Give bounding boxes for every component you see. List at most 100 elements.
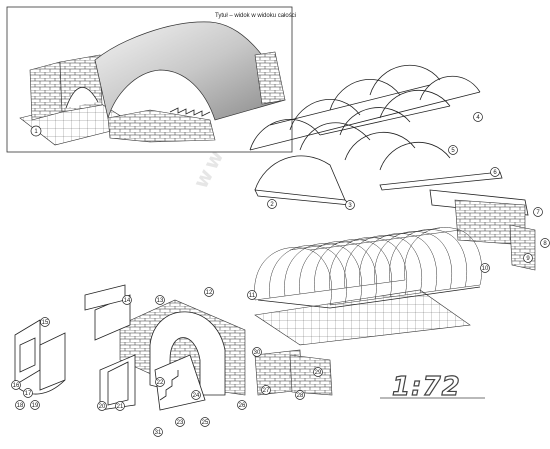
callout-3: 3 xyxy=(345,200,355,210)
callout-8: 8 xyxy=(540,238,550,248)
inset-callout-label: 1 xyxy=(34,129,38,135)
callout-label: 28 xyxy=(297,393,304,399)
callout-label: 13 xyxy=(157,298,164,304)
callout-label: 25 xyxy=(202,420,209,426)
callout-label: 24 xyxy=(193,393,200,399)
callout-label: 8 xyxy=(543,241,547,247)
skeleton-floor xyxy=(254,289,471,346)
callout-10: 10 xyxy=(480,263,490,273)
callout-circle xyxy=(473,112,483,122)
inset-rear-wall xyxy=(254,51,286,105)
arch-9 xyxy=(344,132,451,171)
callout-circle xyxy=(295,390,305,400)
callout-6: 6 xyxy=(490,167,500,177)
skeleton-ribs xyxy=(254,227,483,306)
roof-panel-curved xyxy=(254,155,346,201)
callout-label: 31 xyxy=(155,430,162,436)
door-frame-left xyxy=(99,354,136,411)
callout-12: 12 xyxy=(204,287,214,297)
callout-25: 25 xyxy=(200,417,210,427)
callout-label: 19 xyxy=(32,403,39,409)
arch-3 xyxy=(329,79,401,111)
callout-circle xyxy=(153,427,163,437)
callout-label: 10 xyxy=(482,266,489,272)
callout-label: 26 xyxy=(239,403,246,409)
callout-label: 18 xyxy=(17,403,24,409)
callout-circle xyxy=(261,385,271,395)
callout-label: 6 xyxy=(493,170,497,176)
rear-wall-side xyxy=(509,224,536,271)
callout-16: 16 xyxy=(11,380,21,390)
callout-label: 29 xyxy=(315,370,322,376)
callout-14: 14 xyxy=(122,295,132,305)
callout-circle xyxy=(267,199,277,209)
callout-circle xyxy=(480,263,490,273)
callout-label: 30 xyxy=(254,350,261,356)
callout-label: 21 xyxy=(117,404,124,410)
callout-circle xyxy=(155,377,165,387)
callout-label: 4 xyxy=(476,115,480,121)
callout-circle xyxy=(30,400,40,410)
callout-circle xyxy=(252,347,262,357)
callout-label: 3 xyxy=(348,203,352,209)
callout-18: 18 xyxy=(15,400,25,410)
callout-circle xyxy=(97,401,107,411)
callout-label: 9 xyxy=(526,256,530,262)
callout-2: 2 xyxy=(267,199,277,209)
side-panel-a-window xyxy=(19,337,36,373)
callout-circle xyxy=(200,417,210,427)
rear-wall-parts xyxy=(429,189,536,271)
inset-arch-opening xyxy=(65,87,99,109)
callout-label: 14 xyxy=(124,298,131,304)
callout-22: 22 xyxy=(155,377,165,387)
arch-7 xyxy=(379,90,451,119)
callout-circle xyxy=(23,388,33,398)
callout-circle xyxy=(175,417,185,427)
arch-4 xyxy=(369,64,441,96)
callout-circle xyxy=(115,401,125,411)
callout-21: 21 xyxy=(115,401,125,411)
arch-2 xyxy=(289,99,361,131)
callout-5: 5 xyxy=(448,145,458,155)
callout-circle xyxy=(247,290,257,300)
inset-title: Tytuł – widok w widoku całości xyxy=(215,13,296,19)
callout-label: 11 xyxy=(249,293,256,299)
callout-label: 20 xyxy=(99,404,106,410)
callout-circle xyxy=(11,380,21,390)
door-inner-left xyxy=(107,361,129,406)
callout-circle xyxy=(448,145,458,155)
callout-circle xyxy=(15,400,25,410)
callout-28: 28 xyxy=(295,390,305,400)
callout-label: 23 xyxy=(177,420,184,426)
callout-27: 27 xyxy=(261,385,271,395)
arch-8 xyxy=(419,75,481,101)
callout-11: 11 xyxy=(247,290,257,300)
callout-label: 7 xyxy=(536,210,540,216)
callout-4: 4 xyxy=(473,112,483,122)
left-side-panels xyxy=(14,319,66,395)
roof-purlins xyxy=(249,84,481,151)
arched-brick-wall xyxy=(84,284,246,396)
callout-label: 5 xyxy=(451,148,455,154)
callout-9: 9 xyxy=(523,253,533,263)
callout-label: 12 xyxy=(206,290,213,296)
callout-label: 2 xyxy=(270,202,274,208)
scale-label: 1:72 xyxy=(392,372,461,402)
callout-15: 15 xyxy=(40,317,50,327)
callout-23: 23 xyxy=(175,417,185,427)
arch-1 xyxy=(249,119,321,151)
callout-circle xyxy=(40,317,50,327)
callout-7: 7 xyxy=(533,207,543,217)
callout-20: 20 xyxy=(97,401,107,411)
callout-circle xyxy=(490,167,500,177)
callout-label: 16 xyxy=(13,383,20,389)
inset-left-wall xyxy=(29,61,63,121)
callout-label: 27 xyxy=(263,388,270,394)
arch-5 xyxy=(299,122,371,151)
arch-6 xyxy=(339,107,411,136)
callout-label: 22 xyxy=(157,380,164,386)
callout-26: 26 xyxy=(237,400,247,410)
skeleton-base-rail xyxy=(257,286,481,309)
inset-base-wall xyxy=(107,109,216,143)
